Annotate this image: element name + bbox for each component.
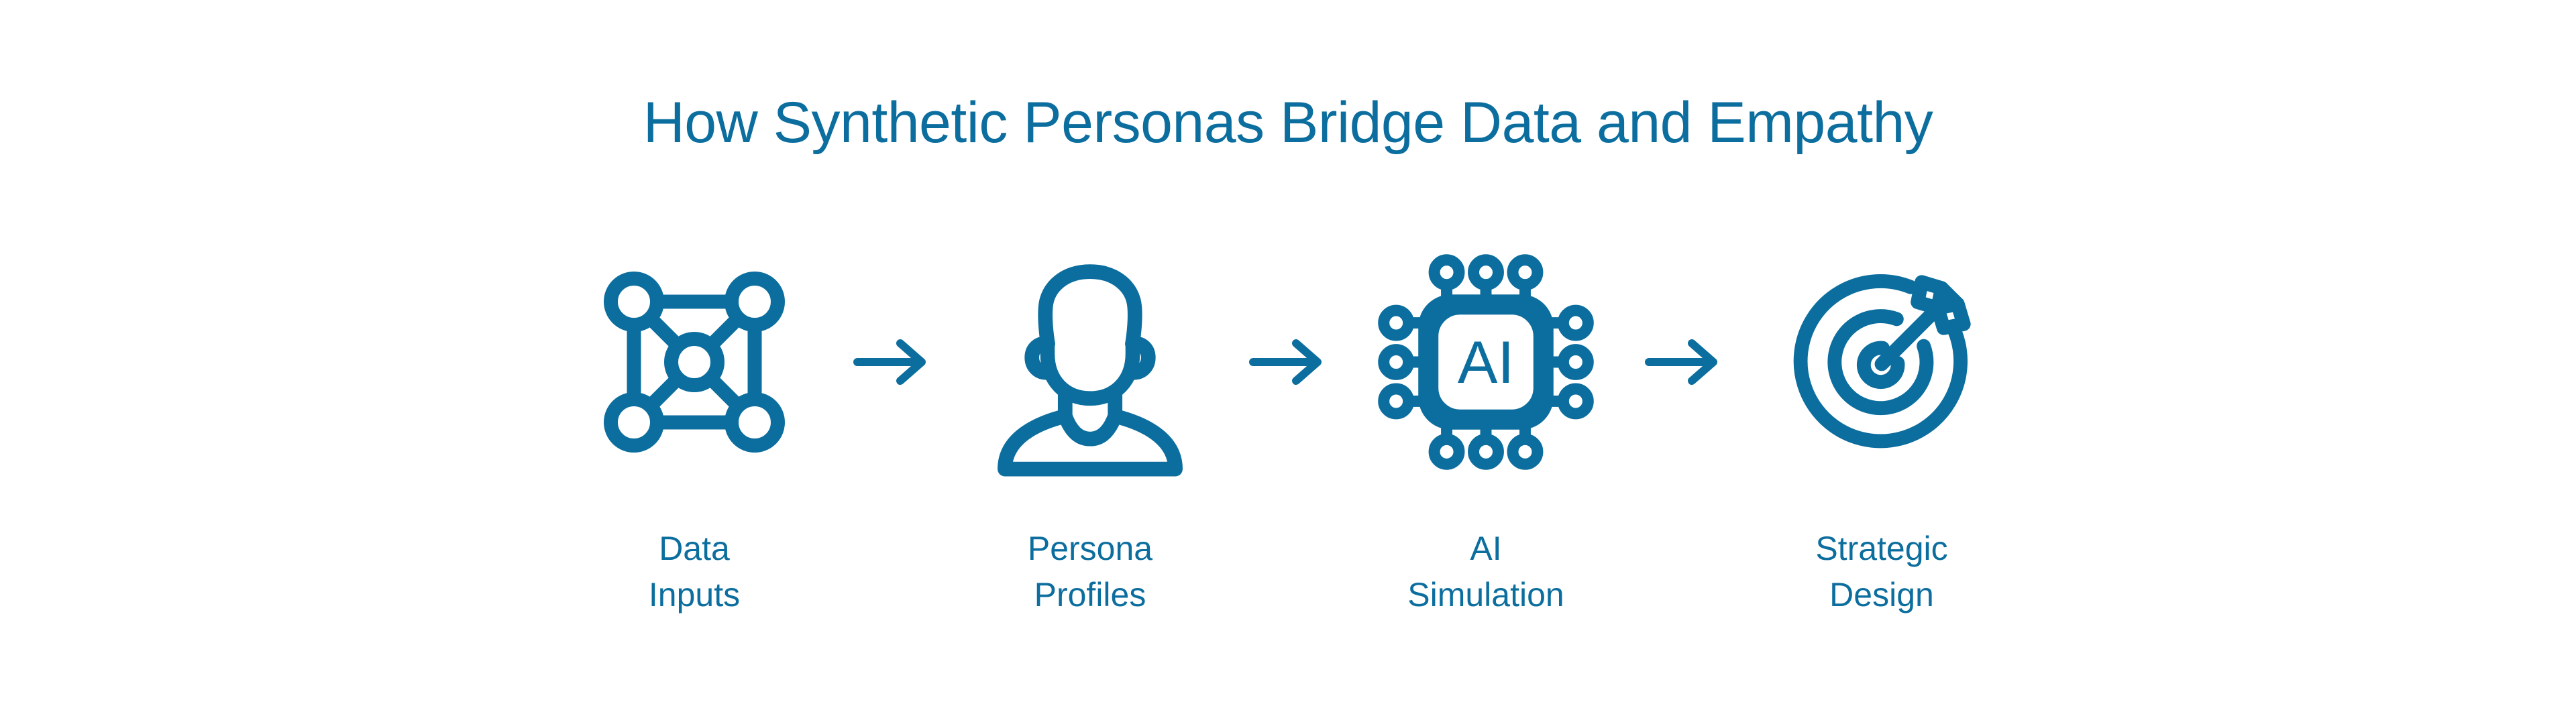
- arrow-right-icon: [1248, 335, 1328, 389]
- arrow-right-icon: [852, 335, 932, 389]
- flow-arrow-2: [1204, 208, 1372, 516]
- flow-arrow-1: [808, 208, 976, 516]
- flow-step-ai-simulation[interactable]: AI: [1372, 208, 1600, 516]
- label-ai-simulation: AI Simulation: [1372, 526, 1600, 618]
- label-line-1: Data: [659, 530, 730, 567]
- arrow-right-icon: [1644, 335, 1724, 389]
- label-line-2: Design: [1829, 576, 1934, 613]
- person-bust-icon: [986, 251, 1194, 477]
- label-data-inputs: Data Inputs: [580, 526, 808, 618]
- page-title: How Synthetic Personas Bridge Data and E…: [643, 90, 1933, 155]
- label-strategic-design: Strategic Design: [1768, 526, 1996, 618]
- label-persona-profiles: Persona Profiles: [976, 526, 1204, 618]
- page-title-container: How Synthetic Personas Bridge Data and E…: [0, 52, 2576, 193]
- label-line-2: Inputs: [648, 576, 741, 613]
- process-flow: AI: [0, 201, 2576, 523]
- label-line-1: Strategic: [1815, 530, 1948, 567]
- target-dart-icon: [1778, 258, 1986, 466]
- label-line-2: Simulation: [1407, 576, 1564, 613]
- label-line-1: Persona: [1027, 530, 1153, 567]
- flow-step-data-inputs[interactable]: [580, 208, 808, 516]
- label-line-1: AI: [1470, 530, 1502, 567]
- flow-arrow-3: [1600, 208, 1768, 516]
- ai-chip-text: AI: [1458, 329, 1514, 396]
- network-nodes-icon: [594, 261, 795, 463]
- ai-chip-icon: AI: [1378, 254, 1594, 470]
- flow-step-strategic-design[interactable]: [1768, 208, 1996, 516]
- step-labels: Data Inputs Persona Profiles AI Simulati…: [0, 526, 2576, 618]
- flow-step-persona-profiles[interactable]: [976, 208, 1204, 516]
- label-line-2: Profiles: [1034, 576, 1146, 613]
